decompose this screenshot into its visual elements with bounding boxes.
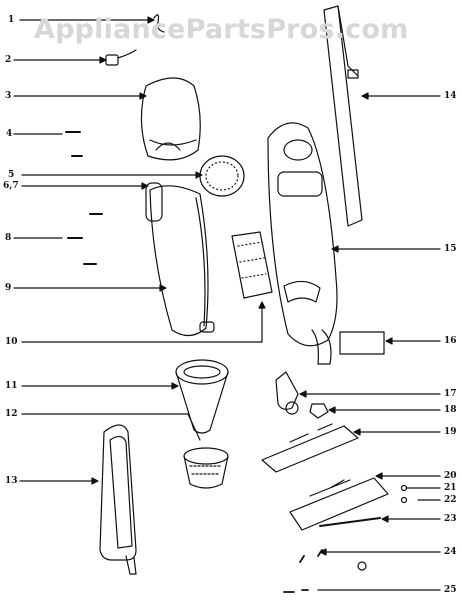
callout-15: 15 <box>444 244 457 254</box>
callout-8: 8 <box>5 233 12 243</box>
callout-13: 13 <box>5 476 18 486</box>
leader-lines <box>13 16 441 591</box>
callout-4: 4 <box>6 129 13 139</box>
watermark-logo: AppliancePartsPros.com <box>34 14 409 45</box>
mesh-filter-part <box>183 447 229 489</box>
callout-24: 24 <box>444 547 457 557</box>
callout-3: 3 <box>5 91 12 101</box>
callout-20: 20 <box>444 471 457 481</box>
callout-6-7: 6,7 <box>3 181 19 191</box>
elbow-part <box>275 371 299 415</box>
foam-filter-part <box>231 231 273 299</box>
plug-part <box>105 49 137 66</box>
callout-23: 23 <box>444 514 457 524</box>
callout-22: 22 <box>444 495 457 505</box>
callout-10: 10 <box>5 337 18 347</box>
nozzle-cover-part <box>261 423 359 473</box>
callout-9: 9 <box>5 283 12 293</box>
callout-16: 16 <box>444 336 457 346</box>
dirt-cup-part <box>145 182 215 337</box>
callout-17: 17 <box>444 389 457 399</box>
nozzle-base-part <box>289 477 389 531</box>
handle-cover-part <box>140 77 201 161</box>
funnel-part <box>175 359 229 434</box>
callout-2: 2 <box>5 55 12 65</box>
small-parts <box>283 484 408 593</box>
main-body-part <box>267 122 338 365</box>
callout-14: 14 <box>444 91 457 101</box>
cord-part <box>153 14 165 33</box>
callout-5: 5 <box>8 170 15 180</box>
screw-part <box>65 131 103 265</box>
hose-part <box>99 424 137 575</box>
callout-25: 25 <box>444 585 457 595</box>
callout-19: 19 <box>444 427 457 437</box>
callout-12: 12 <box>5 409 18 419</box>
callout-1: 1 <box>8 15 15 25</box>
clip-part <box>309 403 329 419</box>
label-part <box>339 331 385 355</box>
upper-handle-part <box>323 5 363 227</box>
round-filter-part <box>199 155 245 197</box>
callout-21: 21 <box>444 483 457 493</box>
callout-11: 11 <box>5 381 18 391</box>
callout-18: 18 <box>444 405 457 415</box>
